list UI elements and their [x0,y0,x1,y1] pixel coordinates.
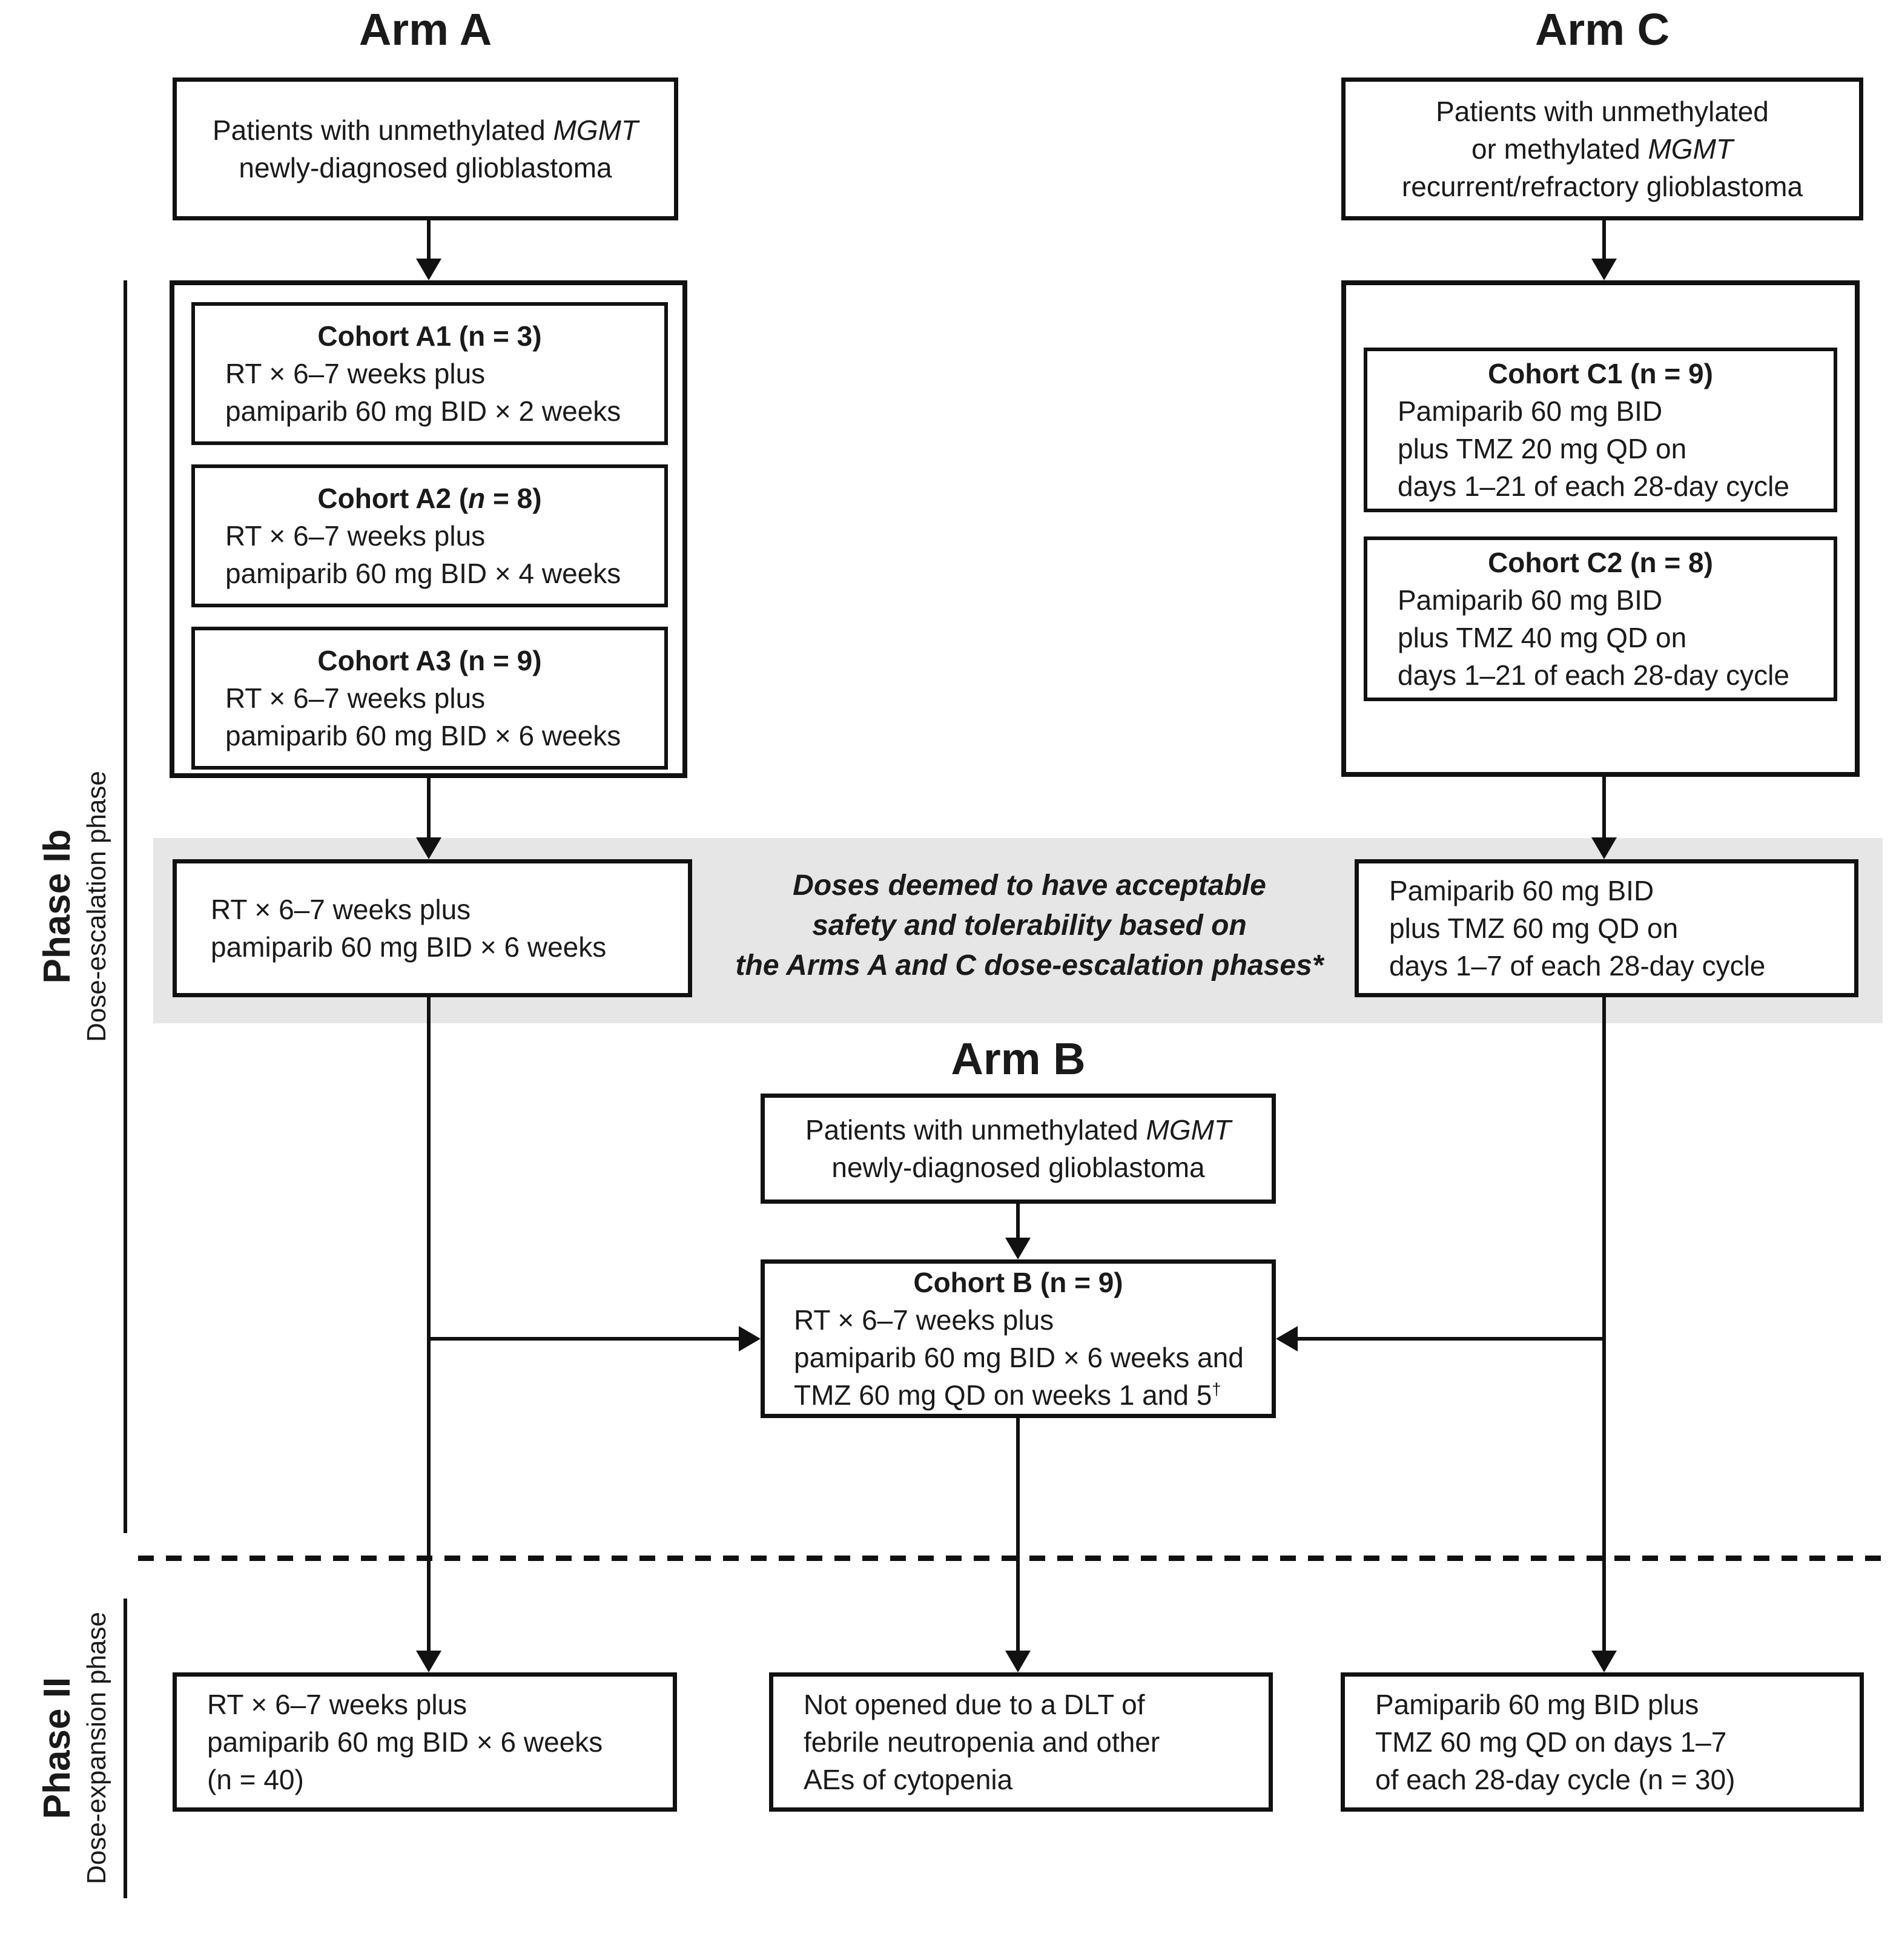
phase-ii-bracket-line [124,1599,127,1898]
cohort-b-line: pamiparib 60 mg BID × 6 weeks and [794,1342,1244,1373]
arm-b-expansion-box: Not opened due to a DLT of febrile neutr… [769,1672,1273,1812]
arm-b-expansion-line: AEs of cytopenia [804,1764,1013,1795]
arm-a-patients-line: Patients with unmethylated MGMT [212,114,639,146]
connector-line-c-patients-to-cohorts [1602,220,1606,259]
arm-b-patients-line: Patients with unmethylated MGMT [805,1114,1232,1146]
arm-a-patients-line: newly-diagnosed glioblastoma [239,152,612,183]
cohort-a2-box: Cohort A2 (n = 8) RT × 6–7 weeks plus pa… [191,464,668,607]
arm-c-expansion-line: Pamiparib 60 mg BID plus [1375,1689,1699,1720]
cohort-a3-line: pamiparib 60 mg BID × 6 weeks [225,720,621,751]
cohort-c2-title: Cohort C2 (n = 8) [1488,547,1713,578]
arm-c-patients-box: Patients with unmethylated or methylated… [1341,78,1863,220]
cohort-c1-title: Cohort C1 (n = 9) [1488,358,1713,389]
arrowhead-down-icon [1591,1651,1617,1672]
arm-a-expansion-line: (n = 40) [207,1764,304,1795]
arrowhead-down-icon [1591,837,1617,859]
acceptable-doses-banner-text: Doses deemed to have acceptable safety a… [721,866,1338,986]
arm-b-expansion-line: Not opened due to a DLT of [804,1689,1145,1720]
arm-b-expansion-line: febrile neutropenia and other [804,1726,1160,1758]
cohort-a1-box: Cohort A1 (n = 3) RT × 6–7 weeks plus pa… [191,302,668,445]
banner-text-line: Doses deemed to have acceptable [793,869,1266,902]
cohort-a3-title: Cohort A3 (n = 9) [317,645,542,676]
arm-a-expansion-box: RT × 6–7 weeks plus pamiparib 60 mg BID … [173,1672,677,1812]
banner-text-line: the Arms A and C dose-escalation phases* [735,949,1324,982]
arrowhead-down-icon [416,259,441,280]
cohort-c2-box: Cohort C2 (n = 8) Pamiparib 60 mg BID pl… [1364,536,1837,701]
connector-line-b-patients-to-cohort [1016,1203,1020,1239]
arm-a-selected-dose-line: pamiparib 60 mg BID × 6 weeks [211,931,607,963]
cohort-c1-line: Pamiparib 60 mg BID [1398,395,1663,427]
arm-c-selected-dose-line: days 1–7 of each 28-day cycle [1389,950,1766,982]
arrowhead-down-icon [416,1651,441,1672]
arm-a-expansion-line: pamiparib 60 mg BID × 6 weeks [207,1726,603,1758]
cohort-a1-line: pamiparib 60 mg BID × 2 weeks [225,395,621,427]
phase-ii-title: Phase II [36,1677,78,1820]
cohort-a2-line: RT × 6–7 weeks plus [225,520,486,552]
arm-a-expansion-line: RT × 6–7 weeks plus [207,1689,467,1720]
arrowhead-down-icon [416,837,441,859]
arm-c-expansion-line: TMZ 60 mg QD on days 1–7 [1375,1726,1727,1758]
cohort-c2-line: plus TMZ 40 mg QD on [1398,622,1687,653]
phase-ii-subtitle: Dose-expansion phase [82,1611,111,1885]
arm-c-patients-line: or methylated MGMT [1471,133,1733,165]
arm-b-patients-line: newly-diagnosed glioblastoma [831,1152,1205,1183]
phase-divider-dashed-line [138,1556,1883,1561]
arm-a-patients-box: Patients with unmethylated MGMT newly-di… [173,78,678,220]
cohort-a2-line: pamiparib 60 mg BID × 4 weeks [225,558,621,589]
arm-b-title: Arm B [951,1034,1086,1084]
arm-a-selected-dose-box: RT × 6–7 weeks plus pamiparib 60 mg BID … [173,859,692,997]
arm-c-expansion-box: Pamiparib 60 mg BID plus TMZ 60 mg QD on… [1341,1672,1864,1812]
connector-line-a-cohorts-to-dose [427,778,431,839]
connector-line-b-to-expansion [1016,1418,1020,1654]
connector-line-a-to-expansion [427,996,431,1654]
arm-c-expansion-line: of each 28-day cycle (n = 30) [1375,1764,1736,1795]
cohort-b-line: TMZ 60 mg QD on weeks 1 and 5† [794,1379,1221,1411]
phase-ib-bracket-line [124,280,127,1533]
phase-ib-subtitle: Dose-escalation phase [82,771,111,1042]
cohort-c1-box: Cohort C1 (n = 9) Pamiparib 60 mg BID pl… [1364,348,1837,512]
cohort-b-title: Cohort B (n = 9) [913,1267,1123,1298]
cohort-c2-line: days 1–21 of each 28-day cycle [1398,659,1789,691]
arm-a-title: Arm A [358,4,492,54]
arrowhead-down-icon [1005,1238,1031,1259]
arrowhead-down-icon [1591,259,1617,280]
connector-line-a-patients-to-cohorts [427,220,431,259]
cohort-c1-line: days 1–21 of each 28-day cycle [1398,470,1789,502]
connector-line-c-cohorts-to-dose [1602,777,1606,839]
arm-c-patients-line: Patients with unmethylated [1436,96,1769,127]
cohort-a1-line: RT × 6–7 weeks plus [225,358,486,389]
cohort-b-line: RT × 6–7 weeks plus [794,1304,1054,1336]
arm-c-selected-dose-box: Pamiparib 60 mg BID plus TMZ 60 mg QD on… [1355,859,1858,997]
arm-b-patients-box: Patients with unmethylated MGMT newly-di… [761,1094,1276,1204]
phase-ib-title: Phase Ib [36,829,78,984]
arm-c-patients-line: recurrent/refractory glioblastoma [1401,171,1803,202]
arm-a-selected-dose-line: RT × 6–7 weeks plus [211,894,471,925]
connector-line-c-to-expansion [1602,997,1606,1654]
arm-c-selected-dose-line: Pamiparib 60 mg BID [1389,875,1654,906]
banner-text-line: safety and tolerability based on [812,909,1247,942]
cohort-c2-line: Pamiparib 60 mg BID [1398,584,1663,616]
connector-line-a-to-cohort-b [427,1337,740,1341]
cohort-a3-box: Cohort A3 (n = 9) RT × 6–7 weeks plus pa… [191,627,668,770]
connector-line-c-to-cohort-b [1298,1337,1606,1341]
arrowhead-right-icon [739,1326,761,1351]
cohort-c1-line: plus TMZ 20 mg QD on [1398,433,1687,464]
arm-c-title: Arm C [1534,4,1670,54]
cohort-b-box: Cohort B (n = 9) RT × 6–7 weeks plus pam… [761,1259,1276,1418]
cohort-a3-line: RT × 6–7 weeks plus [225,682,486,714]
arrowhead-down-icon [1005,1651,1031,1672]
cohort-a1-title: Cohort A1 (n = 3) [317,320,542,352]
arrowhead-left-icon [1276,1326,1298,1351]
cohort-a2-title: Cohort A2 (n = 8) [317,483,542,514]
arm-c-selected-dose-line: plus TMZ 60 mg QD on [1389,912,1679,944]
